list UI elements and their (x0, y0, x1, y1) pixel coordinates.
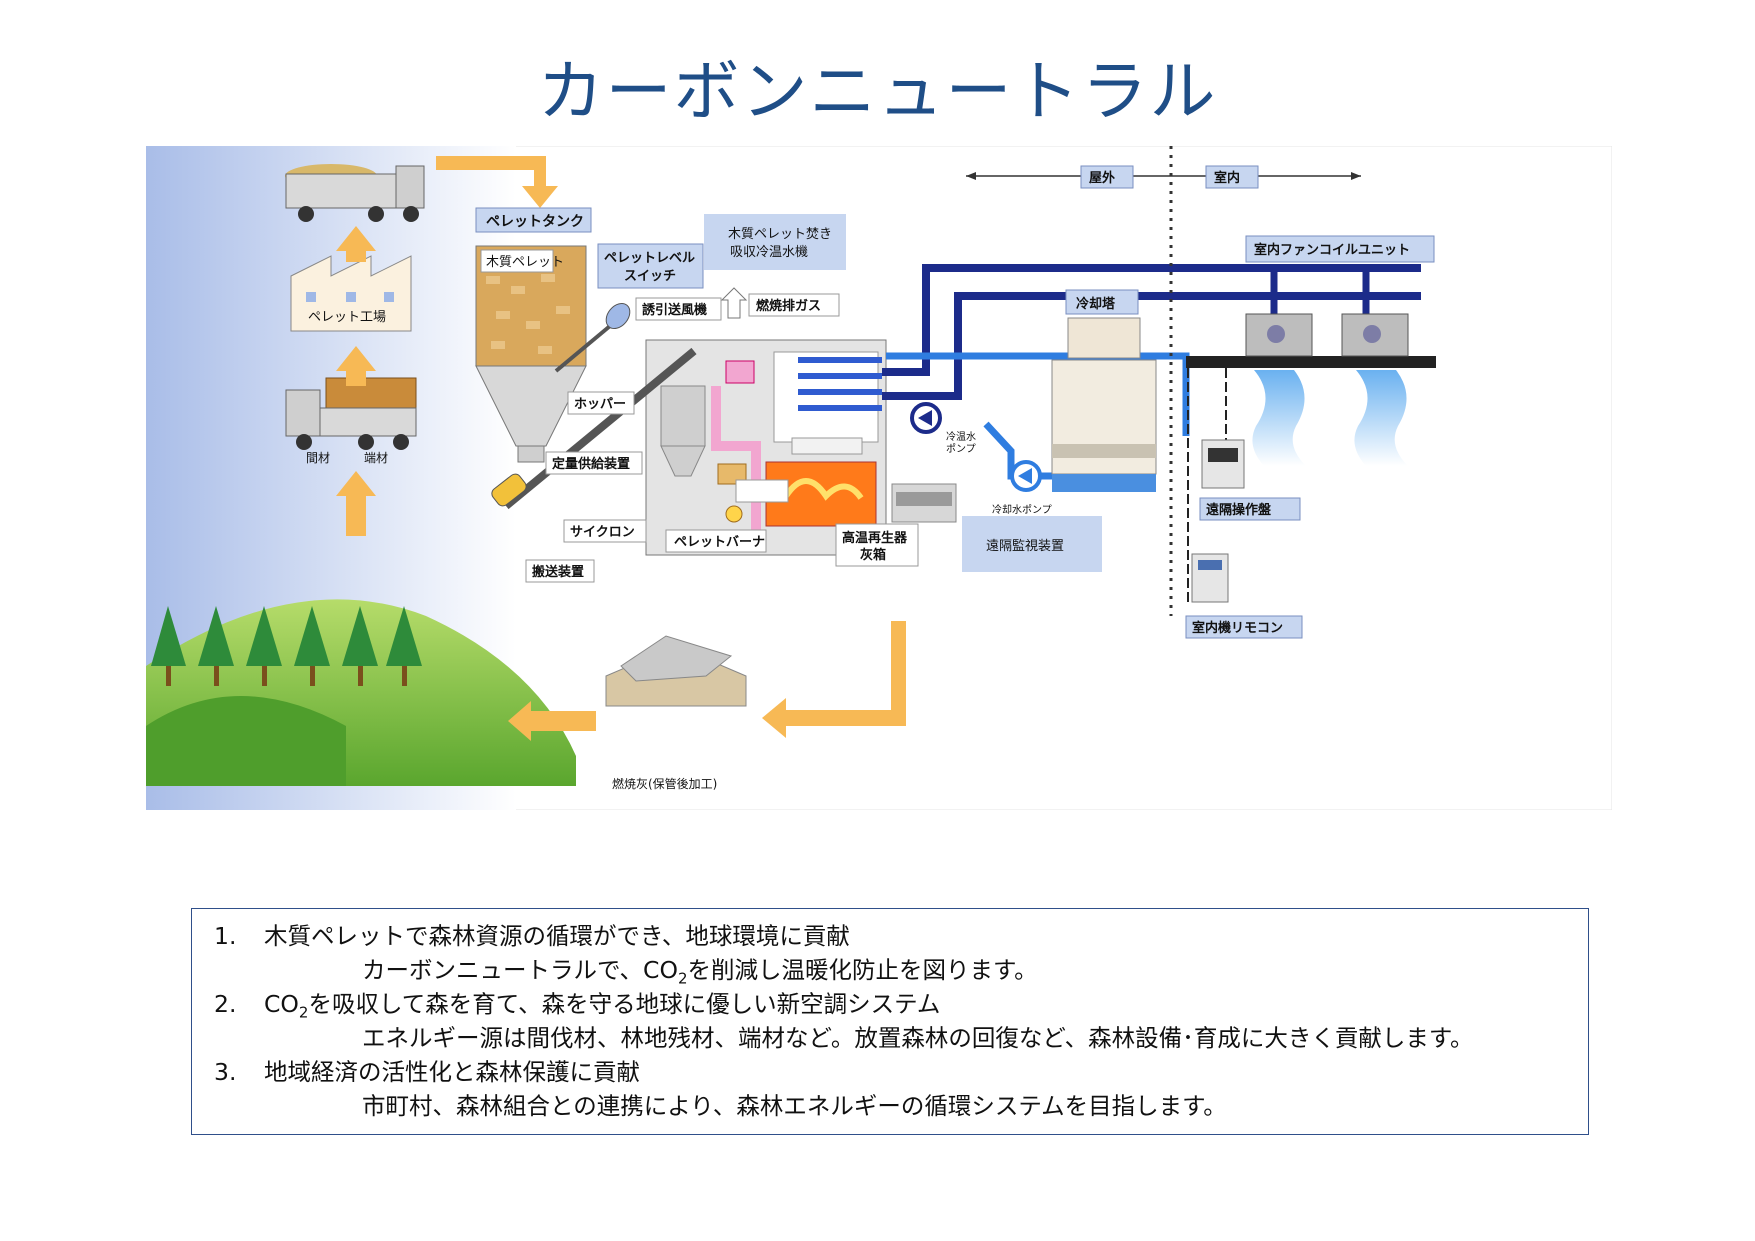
fancoil-units (1245, 313, 1409, 357)
airflow-2 (1354, 370, 1408, 466)
label-hopper: ホッパー (574, 397, 626, 412)
remote-panel (1201, 439, 1245, 489)
ash-pile (605, 635, 747, 707)
label-level-switch-2: スイッチ (624, 269, 676, 284)
label-ash: 燃焼灰(保管後加工) (612, 776, 717, 791)
box-pellet-tank (475, 207, 592, 233)
label-chiller-1: 木質ペレット焚き (728, 227, 832, 242)
note-2-detail: エネルギー源は間伐材、林地残材、端材など。放置森林の回復など、森林設備･育成に大… (362, 1024, 1474, 1052)
label-level-switch-1: ペレットレベル (604, 251, 695, 266)
label-induced-fan: 誘引送風機 (642, 302, 707, 318)
label-thinned-wood: 間材 (306, 451, 330, 465)
label-cyclone: サイクロン (570, 525, 635, 540)
box-cooling-tower (1065, 289, 1139, 315)
page-title: カーボンニュートラル (537, 53, 1218, 130)
forest (151, 606, 422, 686)
label-pellet-burner: ペレットバーナ (674, 535, 765, 550)
label-regenerator-1: 高温再生器 (842, 530, 908, 546)
note-1-heading: 1. 木質ペレットで森林資源の循環ができ、地球環境に貢献 (214, 922, 850, 950)
box-chiller (704, 214, 846, 270)
note-1-detail: カーボンニュートラルで、CO2を削減し温暖化防止を図ります。 (362, 956, 1038, 988)
label-remote-control: 室内機リモコン (1192, 620, 1283, 636)
label-wood-pellet: 木質ペレット (486, 255, 564, 270)
label-fixed-feeder: 定量供給装置 (551, 456, 630, 472)
label-cooling-pump: 冷却水ポンプ (992, 503, 1052, 516)
flow-arrows-left (336, 156, 906, 741)
note-3-detail: 市町村、森林組合との連携により、森林エネルギーの循環システムを目指します。 (362, 1092, 1227, 1120)
label-hot-cold-pump-1: 冷温水 (946, 430, 976, 443)
label-remote-panel: 遠隔操作盤 (1206, 502, 1272, 518)
airflow-1 (1252, 370, 1306, 466)
label-hot-cold-pump-2: ポンプ (946, 443, 976, 455)
label-outdoor: 屋外 (1089, 170, 1115, 186)
label-conveyor: 搬送装置 (532, 564, 584, 580)
label-chiller-2: 吸収冷温水機 (730, 245, 808, 260)
log-truck (285, 377, 417, 450)
cooling-tower (1051, 317, 1157, 492)
ceiling (1186, 356, 1436, 368)
pellet-truck (285, 164, 425, 222)
label-fancoil: 室内ファンコイルユニット (1254, 242, 1410, 258)
label-offcut-wood: 端材 (364, 451, 388, 465)
label-pellet-factory: ペレット工場 (308, 310, 386, 325)
system-diagram: 間材 端材 ペレット工場 ペレットタンク 木質ペレット ペレットレベル スイッチ… (146, 146, 1612, 810)
label-indoor: 室内 (1214, 170, 1240, 186)
box-fancoil (1245, 235, 1435, 263)
label-exhaust-gas: 燃焼排ガス (756, 298, 821, 314)
pellet-factory (290, 255, 412, 332)
label-pellet-tank: ペレットタンク (486, 214, 584, 230)
label-regenerator-2: 灰箱 (860, 547, 886, 563)
label-cooling-tower: 冷却塔 (1076, 296, 1116, 312)
note-3-heading: 3. 地域経済の活性化と森林保護に貢献 (214, 1058, 640, 1086)
chiller-machine (645, 339, 887, 556)
note-2-heading: 2. CO2を吸収して森を育て、森を守る地球に優しい新空調システム (214, 990, 941, 1022)
box-remote-monitor (962, 516, 1102, 572)
box-level-switch (597, 243, 704, 289)
notes-box: 1. 木質ペレットで森林資源の循環ができ、地球環境に貢献 カーボンニュートラルで… (191, 908, 1589, 1135)
label-remote-monitor: 遠隔監視装置 (986, 538, 1064, 554)
